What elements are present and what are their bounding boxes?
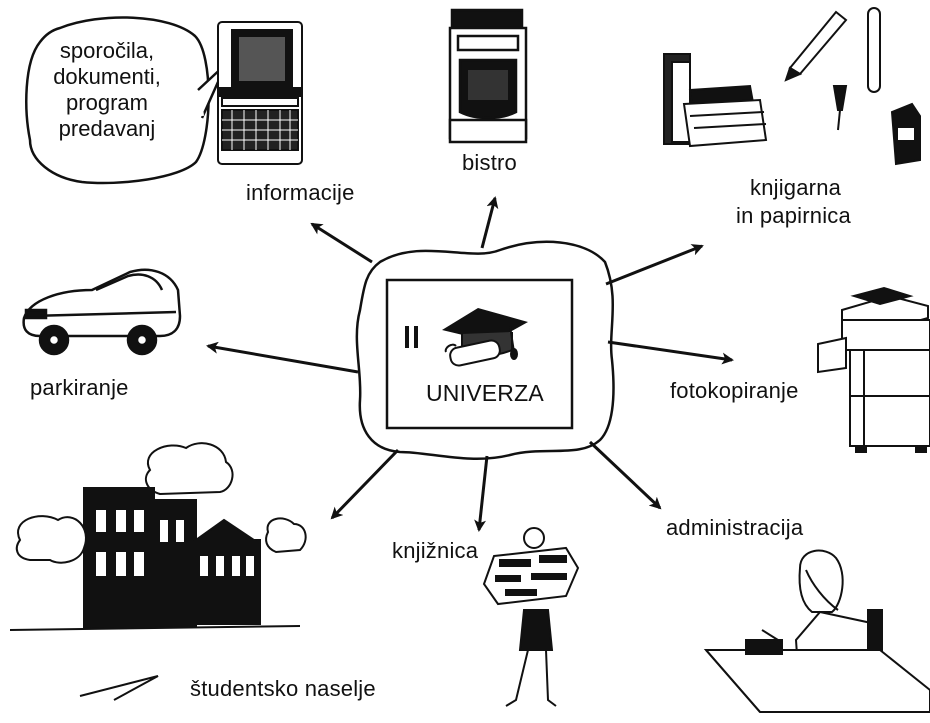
arrow-informacije xyxy=(310,222,373,264)
label-informacije: informacije xyxy=(246,180,355,205)
car-icon xyxy=(22,268,182,356)
arrow-knjigarna xyxy=(605,244,704,286)
photocopier-icon xyxy=(817,286,930,453)
campus-building-icon xyxy=(9,442,307,701)
arrow-bistro xyxy=(480,196,499,249)
speech-bubble-text: sporočila, dokumenti, program predavanj xyxy=(32,38,182,142)
label-knjigarna-line2: in papirnica xyxy=(736,203,851,228)
bubble-line: program xyxy=(66,90,148,115)
label-fotokopiranje: fotokopiranje xyxy=(670,378,799,403)
bubble-line: predavanj xyxy=(58,116,156,141)
label-parkiranje: parkiranje xyxy=(30,375,129,400)
graduation-cap-icon xyxy=(405,308,528,367)
arrows xyxy=(206,196,734,532)
label-bistro: bistro xyxy=(462,150,517,175)
label-studentsko-naselje: študentsko naselje xyxy=(190,676,376,701)
books-stationery-icon xyxy=(663,7,921,166)
arrow-knjiznica xyxy=(474,455,489,532)
label-administracija: administracija xyxy=(666,515,804,540)
bubble-line: sporočila, xyxy=(59,38,155,63)
bubble-line: dokumenti, xyxy=(53,64,161,89)
label-knjiznica: knjižnica xyxy=(392,538,479,563)
arrow-studentsko-naselje xyxy=(330,448,400,520)
arrow-parkiranje xyxy=(206,341,359,374)
arrow-administracija xyxy=(588,440,662,510)
computer-terminal-icon xyxy=(217,21,303,165)
coffee-machine-icon xyxy=(448,8,528,144)
office-worker-icon xyxy=(703,549,930,713)
center-label-univerza: UNIVERZA xyxy=(426,380,544,406)
label-knjigarna-line1: knjigarna xyxy=(750,175,842,200)
arrow-fotokopiranje xyxy=(607,340,734,365)
student-with-books-icon xyxy=(482,527,580,707)
